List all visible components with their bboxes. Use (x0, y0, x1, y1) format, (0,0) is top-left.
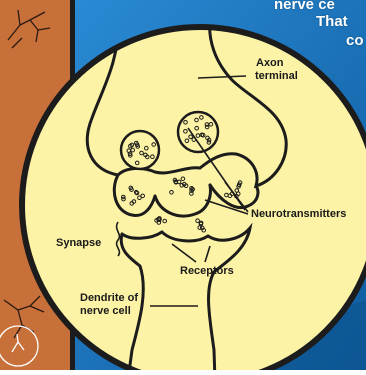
label-dendrite-line2: nerve cell (80, 305, 131, 317)
label-receptors: Receptors (180, 265, 234, 277)
background-text-line-3: co (346, 33, 364, 48)
magnifier-lens (22, 27, 366, 370)
label-synapse: Synapse (56, 237, 101, 249)
background-text-line-2: That (316, 14, 348, 29)
label-dendrite-line1: Dendrite of (80, 292, 138, 304)
background-text-line-1: nerve ce (274, 0, 335, 12)
label-neurotransmitters: Neurotransmitters (251, 208, 346, 220)
label-axon-line2: terminal (255, 70, 298, 82)
label-axon-line1: Axon (256, 57, 284, 69)
